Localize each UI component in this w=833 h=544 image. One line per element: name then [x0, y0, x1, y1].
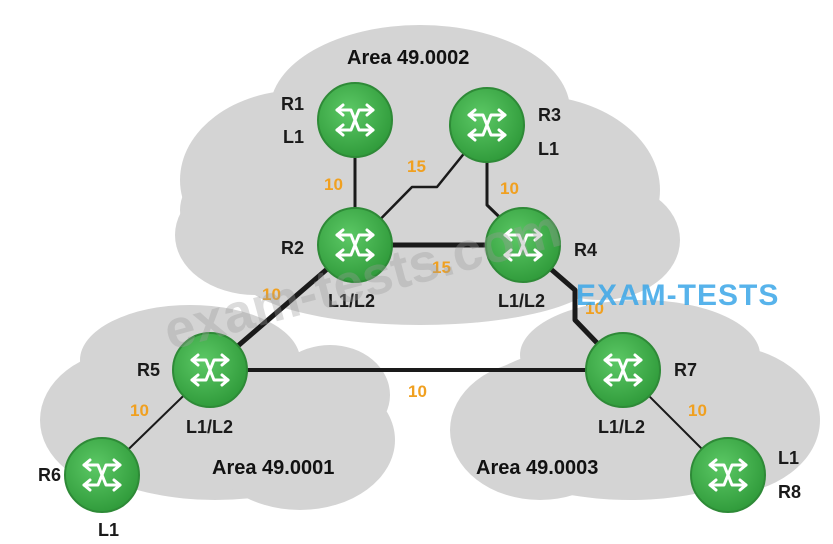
router-r3-level: L1 [538, 139, 559, 159]
router-icon [335, 228, 375, 262]
router-r5-name: R5 [137, 360, 160, 380]
router-r8-level: L1 [778, 448, 799, 468]
router-icon [190, 353, 230, 387]
router-r3[interactable] [449, 87, 525, 163]
router-r5-level: L1/L2 [186, 417, 233, 437]
router-r8[interactable] [690, 437, 766, 513]
router-r1-name: R1 [281, 94, 304, 114]
router-r4-level: L1/L2 [498, 291, 545, 311]
router-r3-name: R3 [538, 105, 561, 125]
cost-r2-r4: 15 [432, 258, 451, 277]
router-r2-name: R2 [281, 238, 304, 258]
router-r6-name: R6 [38, 465, 61, 485]
area-49-0001-label: Area 49.0001 [212, 457, 334, 479]
router-r7-name: R7 [674, 360, 697, 380]
area-49-0003-label: Area 49.0003 [476, 457, 598, 479]
watermark-brand: EXAM-TESTS [576, 279, 779, 312]
router-r8-name: R8 [778, 482, 801, 502]
router-r6[interactable] [64, 437, 140, 513]
area-49-0002-label: Area 49.0002 [347, 47, 469, 69]
router-r2-level: L1/L2 [328, 291, 375, 311]
cost-r7-r8: 10 [688, 401, 707, 420]
cost-r3-r4: 10 [500, 179, 519, 198]
router-r2[interactable] [317, 207, 393, 283]
router-r7-level: L1/L2 [598, 417, 645, 437]
cost-r2-r3: 15 [407, 157, 426, 176]
router-r4[interactable] [485, 207, 561, 283]
router-icon [467, 108, 507, 142]
router-icon [603, 353, 643, 387]
router-icon [82, 458, 122, 492]
router-r1[interactable] [317, 82, 393, 158]
router-r1-level: L1 [283, 127, 304, 147]
router-icon [335, 103, 375, 137]
link-r2-r3 [353, 123, 489, 247]
router-icon [503, 228, 543, 262]
router-r7[interactable] [585, 332, 661, 408]
router-icon [708, 458, 748, 492]
router-r6-level: L1 [98, 520, 119, 540]
cost-r2-r5: 10 [262, 285, 281, 304]
cost-r4-r7: 10 [585, 299, 604, 318]
router-r4-name: R4 [574, 240, 597, 260]
cost-r1-r2: 10 [324, 175, 343, 194]
router-r5[interactable] [172, 332, 248, 408]
cost-r5-r7: 10 [408, 382, 427, 401]
cost-r5-r6: 10 [130, 401, 149, 420]
